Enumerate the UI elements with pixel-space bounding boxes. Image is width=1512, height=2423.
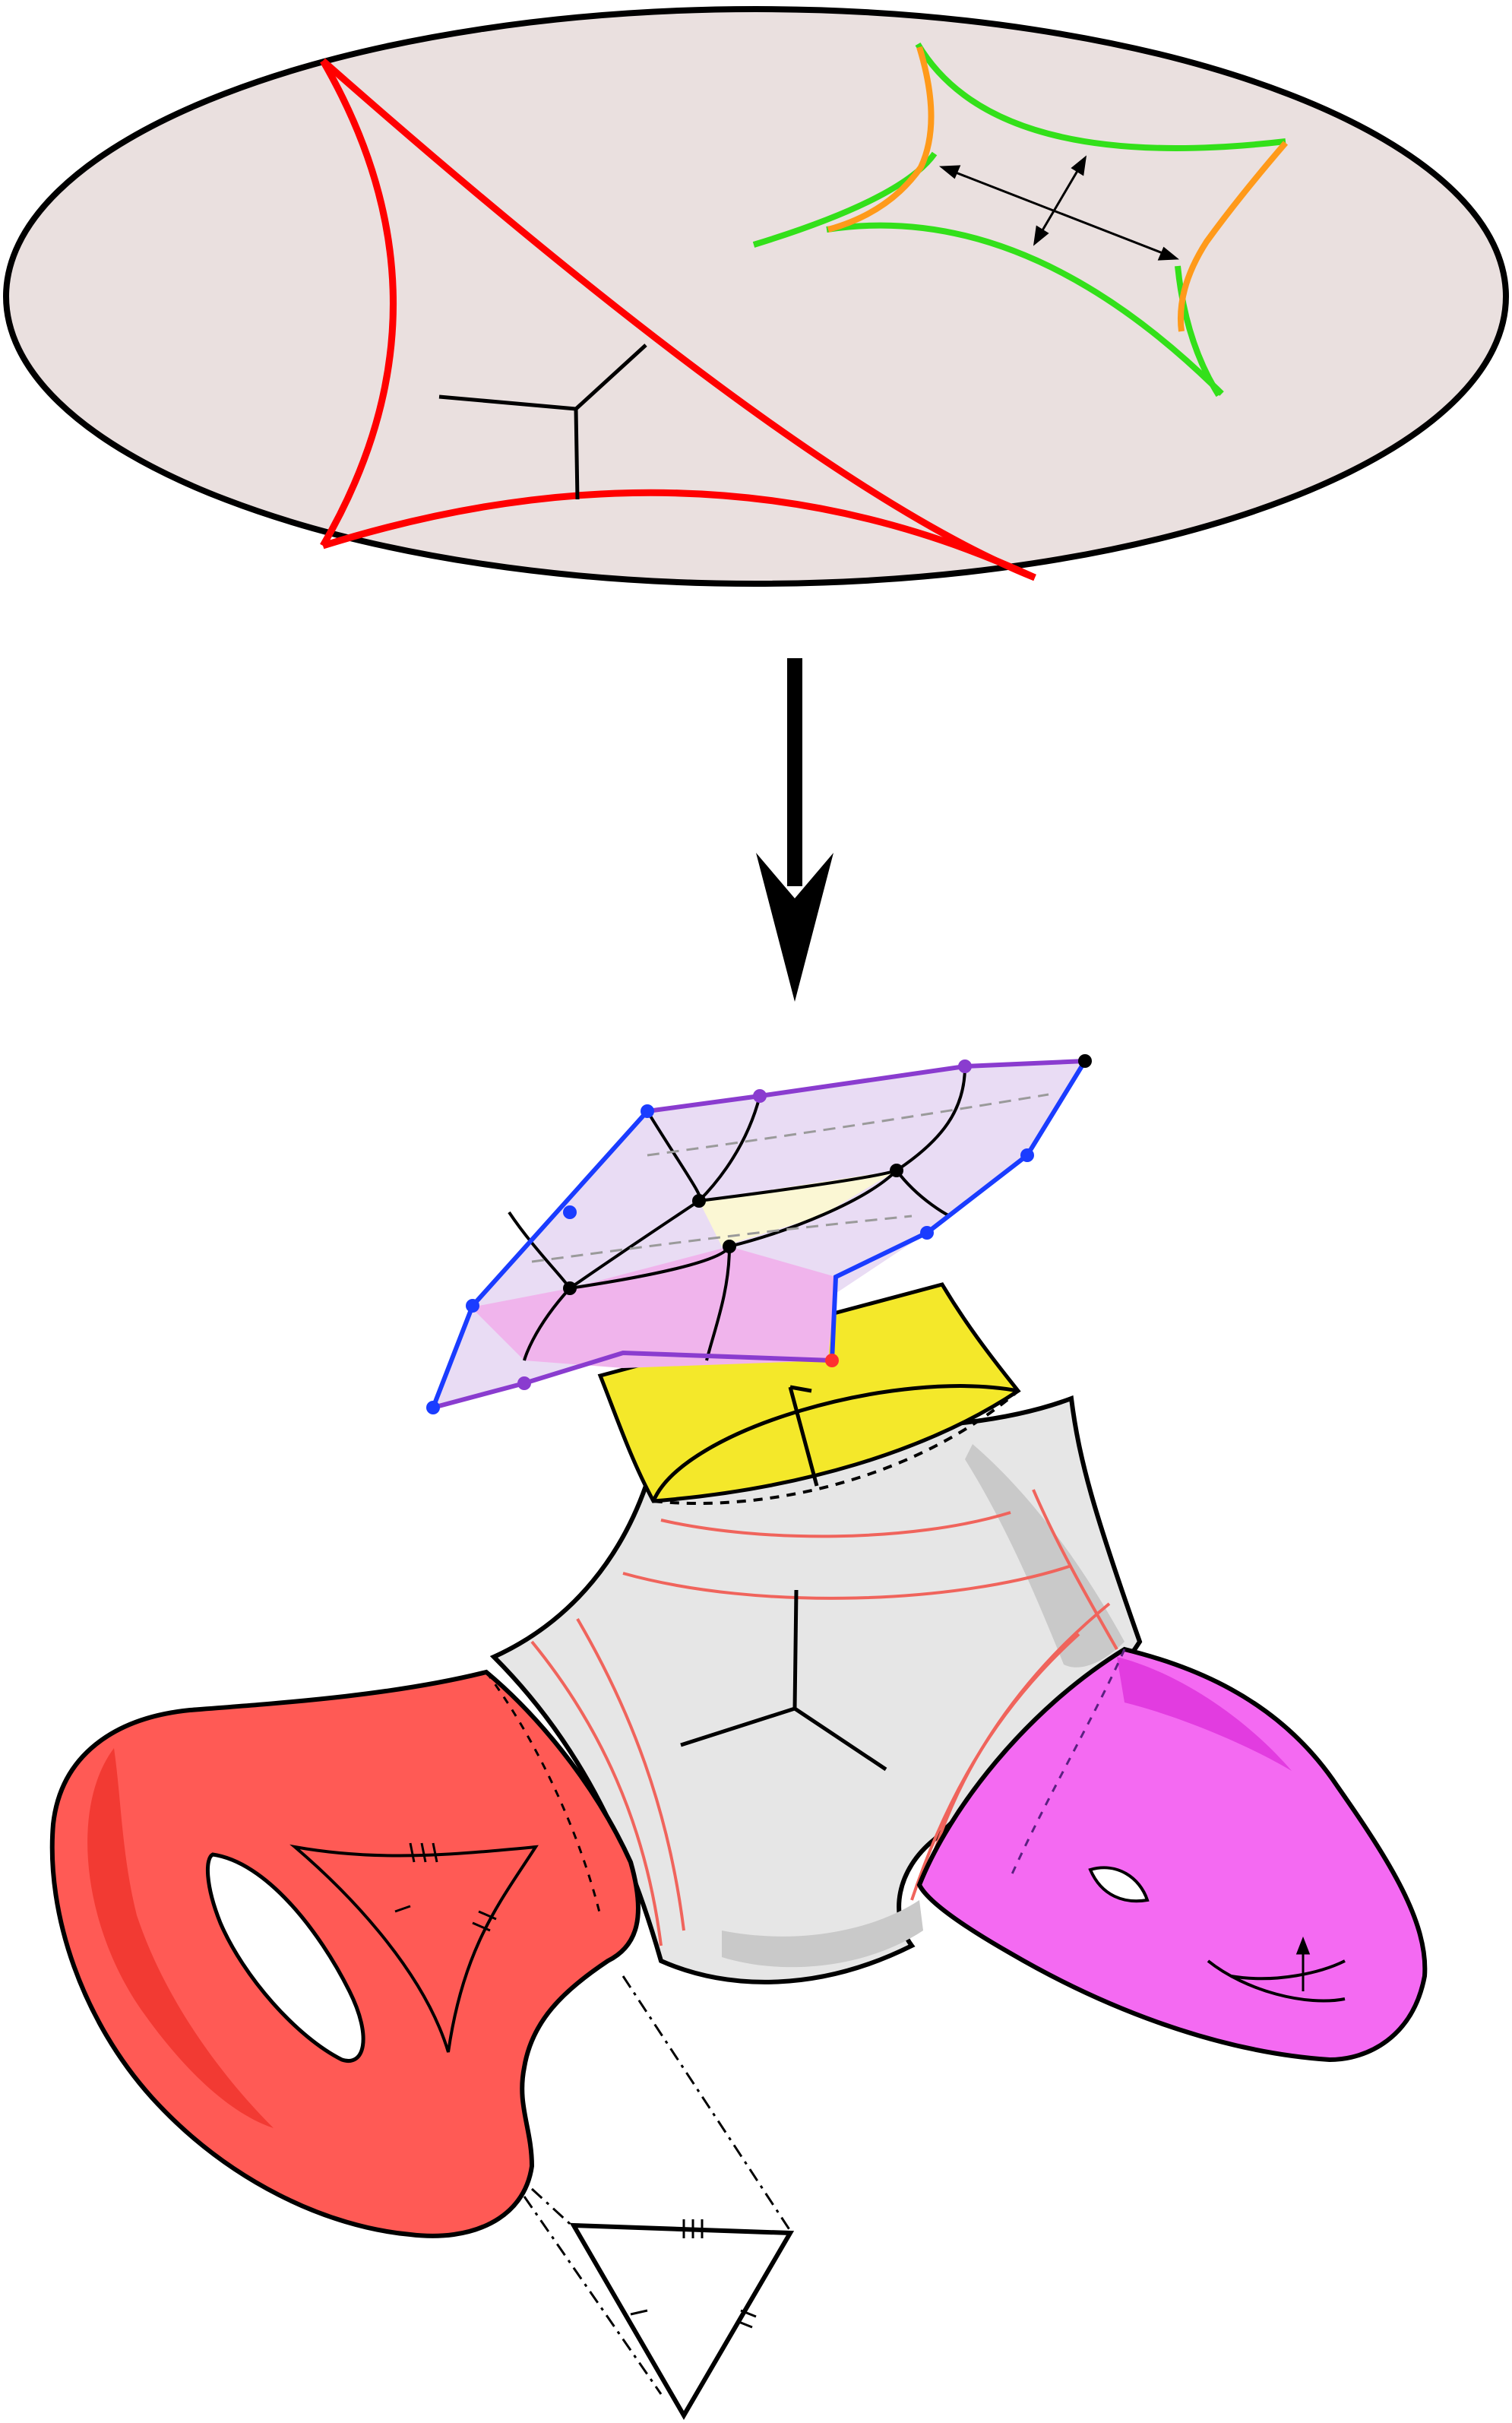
ideal-triangle — [320, 58, 1036, 581]
torus-seam-dashed — [485, 1671, 602, 1916]
cap-hole — [1088, 1866, 1150, 1903]
cylinder-body — [597, 1282, 1021, 1503]
inset-ticks — [630, 2219, 757, 2329]
inset-triangle — [569, 2222, 795, 2420]
torus-dark-band — [87, 1748, 274, 2128]
triangle-inset — [523, 1975, 795, 2420]
red-torus — [49, 1669, 641, 2238]
pants-spine — [680, 1589, 887, 1772]
pants-shadow-bottom — [722, 1900, 923, 1968]
quad-arc-right — [1177, 141, 1289, 332]
quad-arc-left — [827, 46, 935, 233]
cylinder-spine — [788, 1385, 819, 1487]
yellow-cylinder — [597, 1282, 1021, 1505]
quad-double-arrows — [938, 155, 1180, 261]
cylinder-rim-hidden — [653, 1389, 1020, 1505]
cap-body — [916, 1646, 1428, 2063]
down-arrow — [756, 658, 833, 1002]
triangle-spine — [438, 344, 647, 500]
grid-cream-patch — [699, 1170, 897, 1246]
cylinder-rim — [651, 1384, 1019, 1502]
projection-lines — [523, 1975, 792, 2395]
square-grid-surface — [426, 1054, 1092, 1414]
cap-dark-band — [1117, 1657, 1292, 1771]
cap-seam-dashed — [1009, 1649, 1126, 1878]
triangle-side-diagonal — [321, 58, 1036, 581]
grid-vertices — [426, 1054, 1092, 1414]
torus-triangle — [289, 1844, 539, 2053]
magenta-cap — [916, 1646, 1428, 2063]
triangle-side-bottom — [321, 489, 1036, 581]
grid-lines — [508, 1066, 966, 1361]
pair-of-pants — [489, 1395, 1143, 1984]
quad-side-bottom — [826, 222, 1224, 396]
torus-ticks — [394, 1842, 497, 1932]
quad-side-right — [1175, 265, 1222, 397]
pants-shadow-right — [965, 1444, 1125, 1668]
pants-seams — [530, 1489, 1118, 1946]
cap-arrow — [1295, 1936, 1311, 1991]
grid-pink-patch — [471, 1246, 836, 1368]
disk-boundary — [3, 6, 1509, 587]
torus-body — [49, 1669, 641, 2238]
torus-hole — [206, 1852, 365, 2063]
triangle-side-left — [320, 59, 397, 548]
grid-hidden-lines — [531, 1093, 1049, 1263]
poincare-disk — [3, 6, 1509, 587]
quad-side-top — [915, 42, 1286, 151]
ideal-quadrilateral — [752, 42, 1289, 397]
cap-arcs — [1207, 1959, 1346, 2003]
